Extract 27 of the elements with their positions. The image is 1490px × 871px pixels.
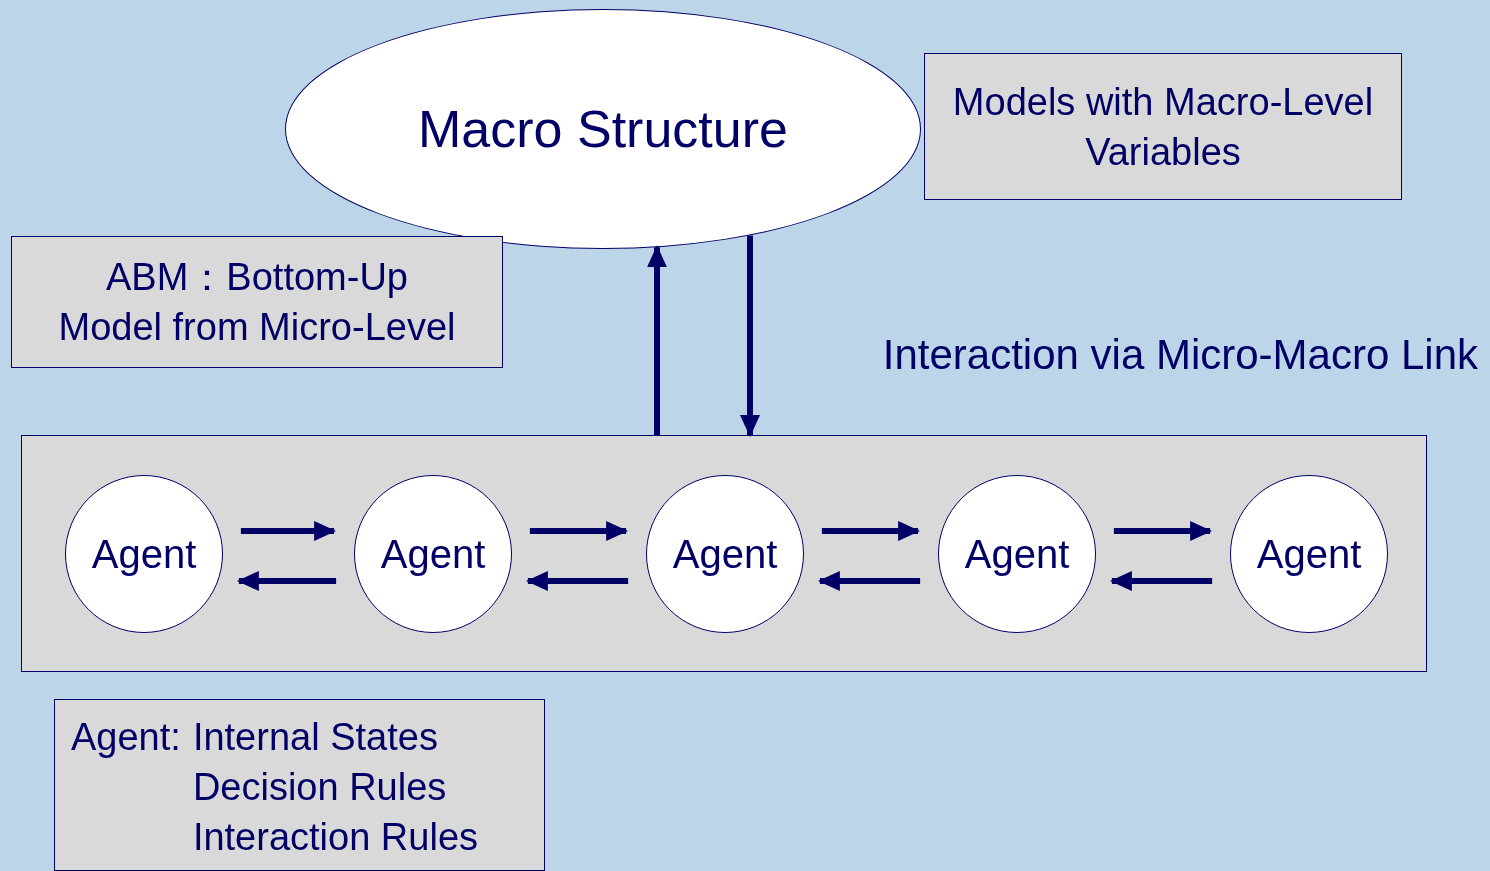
note-text: Models with Macro-Level Variables: [951, 79, 1375, 175]
agent-properties-box: [54, 699, 545, 871]
list-item: Interaction Rules: [192, 815, 479, 860]
agent-layer-box: [21, 435, 1427, 672]
agent-label: Agent: [1256, 531, 1362, 578]
agent-label: Agent: [380, 531, 486, 578]
list-item: Decision Rules: [192, 765, 448, 810]
arrow: [240, 521, 337, 541]
arrow: [1109, 571, 1213, 591]
arrow: [1113, 521, 1213, 541]
list-item: Internal States: [192, 715, 439, 760]
list-heading: Agent:: [71, 715, 181, 760]
arrow: [821, 521, 921, 541]
ellipse-title: Macro Structure: [418, 98, 788, 160]
arrow: [236, 571, 337, 591]
agent-label: Agent: [964, 531, 1070, 578]
arrow: [529, 521, 629, 541]
arrow: [525, 571, 629, 591]
arrow: [817, 571, 921, 591]
note-box: [11, 236, 503, 368]
agent-label: Agent: [91, 531, 197, 578]
link-label: Interaction via Micro-Macro Link: [882, 330, 1478, 380]
note-box: [924, 53, 1402, 200]
agent-label: Agent: [672, 531, 778, 578]
arrow: [647, 245, 667, 435]
arrow: [740, 235, 760, 437]
note-text: ABM：Bottom-Up Model from Micro-Level: [57, 255, 457, 350]
